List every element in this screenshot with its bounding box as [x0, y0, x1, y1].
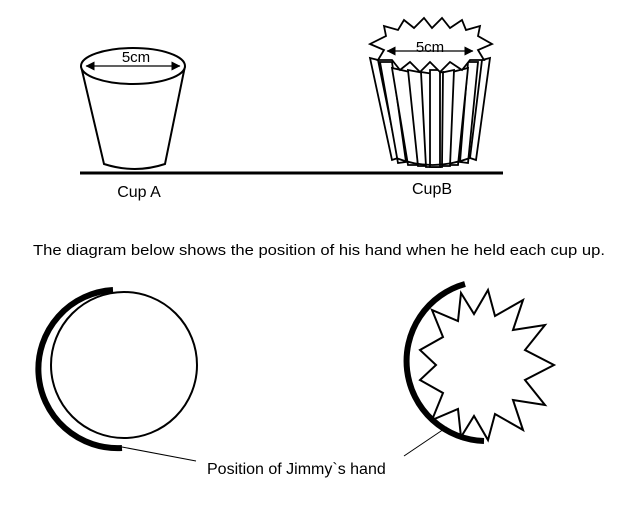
cup-b	[367, 16, 495, 168]
leader-line-a	[121, 446, 197, 462]
cup-a: 5cm	[80, 47, 186, 170]
cup-a-width-label: 5cm	[122, 49, 150, 66]
cup-b-top-view	[418, 287, 557, 443]
cup-a-label: Cup A	[117, 184, 161, 201]
cup-b-label: CupB	[412, 181, 452, 198]
hand-label: Position of Jimmy`s hand	[207, 461, 386, 478]
hand-position-a	[35, 287, 123, 452]
hand-position-b	[403, 281, 485, 444]
caption: The diagram below shows the position of …	[33, 242, 605, 259]
leader-line-b	[403, 426, 448, 457]
cup-b-width-label: 5cm	[416, 39, 444, 56]
cup-a-top-view	[50, 291, 198, 439]
